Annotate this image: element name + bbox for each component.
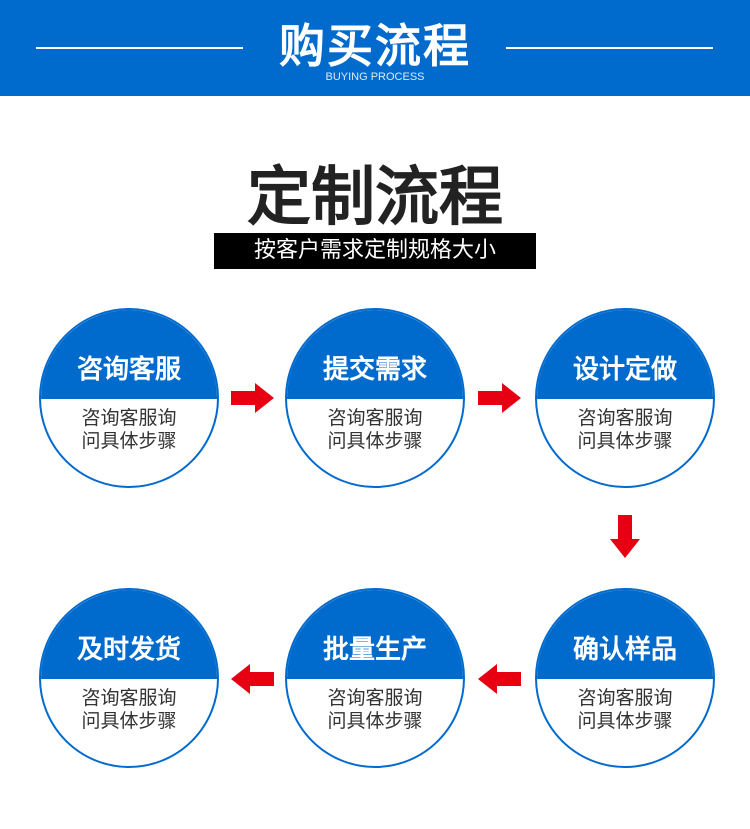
step-title: 设计定做 [537,310,713,399]
step-desc: 咨询客服询 [81,687,177,709]
arrow-left-icon [478,664,521,694]
banner-title: 购买流程 [279,19,471,73]
step-desc: 咨询客服询 [577,407,673,429]
step-desc: 咨询客服询 [577,687,673,709]
step-desc: 问具体步骤 [81,430,177,452]
step-desc: 问具体步骤 [327,430,423,452]
arrow-left-icon [231,664,274,694]
step-desc: 咨询客服询 [327,407,423,429]
header-banner: 购买流程 BUYING PROCESS [0,0,750,96]
divider-left [36,47,243,49]
step-produce: 批量生产 咨询客服询问具体步骤 [285,588,465,768]
step-desc: 咨询客服询 [81,407,177,429]
step-desc: 咨询客服询 [327,687,423,709]
step-desc: 问具体步骤 [577,430,673,452]
step-consult: 咨询客服 咨询客服询问具体步骤 [39,308,219,488]
step-title: 提交需求 [287,310,463,399]
step-title: 确认样品 [537,590,713,679]
step-confirm: 确认样品 咨询客服询问具体步骤 [535,588,715,768]
section-title: 定制流程 [247,161,503,235]
step-design: 设计定做 咨询客服询问具体步骤 [535,308,715,488]
divider-right [506,47,713,49]
step-desc: 问具体步骤 [81,710,177,732]
step-title: 批量生产 [287,590,463,679]
step-title: 咨询客服 [41,310,217,399]
step-desc: 问具体步骤 [577,710,673,732]
banner-subtitle: BUYING PROCESS [325,71,425,83]
arrow-right-icon [231,383,274,413]
step-title: 及时发货 [41,590,217,679]
step-ship: 及时发货 咨询客服询问具体步骤 [39,588,219,768]
arrow-down-icon [610,515,640,558]
arrow-right-icon [478,383,521,413]
section-tagline: 按客户需求定制规格大小 [214,233,536,269]
step-desc: 问具体步骤 [327,710,423,732]
step-submit: 提交需求 咨询客服询问具体步骤 [285,308,465,488]
